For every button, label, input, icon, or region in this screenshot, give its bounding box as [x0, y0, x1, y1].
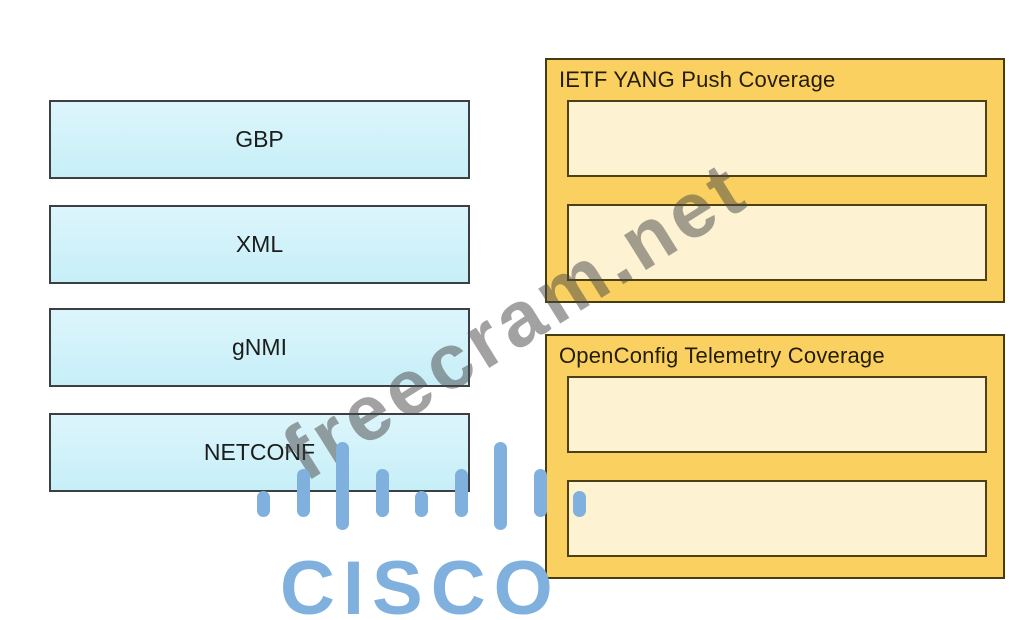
drop-slot-ietf-2[interactable] [567, 204, 987, 281]
drag-item-gnmi[interactable]: gNMI [49, 308, 470, 387]
drop-group-ietf-yang-push: IETF YANG Push Coverage [545, 58, 1005, 303]
drag-item-gbp[interactable]: GBP [49, 100, 470, 179]
drag-item-label: NETCONF [203, 439, 316, 465]
drag-item-xml[interactable]: XML [49, 205, 470, 284]
cisco-logo-bar [297, 469, 310, 517]
cisco-logo-bar [336, 442, 349, 530]
drop-slot-openconfig-2[interactable] [567, 480, 987, 557]
cisco-logo-bar [573, 491, 586, 517]
drop-group-title: OpenConfig Telemetry Coverage [559, 343, 885, 368]
drop-group-title: IETF YANG Push Coverage [559, 67, 836, 92]
drag-item-label: gNMI [232, 334, 287, 360]
cisco-logo-bar [376, 469, 389, 517]
cisco-logo-text: CISCO [280, 546, 561, 620]
drag-item-netconf[interactable]: NETCONF [49, 413, 470, 492]
drop-group-openconfig-telemetry: OpenConfig Telemetry Coverage [545, 334, 1005, 579]
cisco-logo-bar [455, 469, 468, 517]
cisco-logo-bar [534, 469, 547, 517]
cisco-logo-bar [257, 491, 270, 517]
cisco-logo-bar [415, 491, 428, 517]
drag-item-label: XML [235, 231, 284, 257]
drop-slot-openconfig-1[interactable] [567, 376, 987, 453]
drag-item-label: GBP [235, 126, 284, 152]
cisco-logo-bar [494, 442, 507, 530]
drop-slot-ietf-1[interactable] [567, 100, 987, 177]
